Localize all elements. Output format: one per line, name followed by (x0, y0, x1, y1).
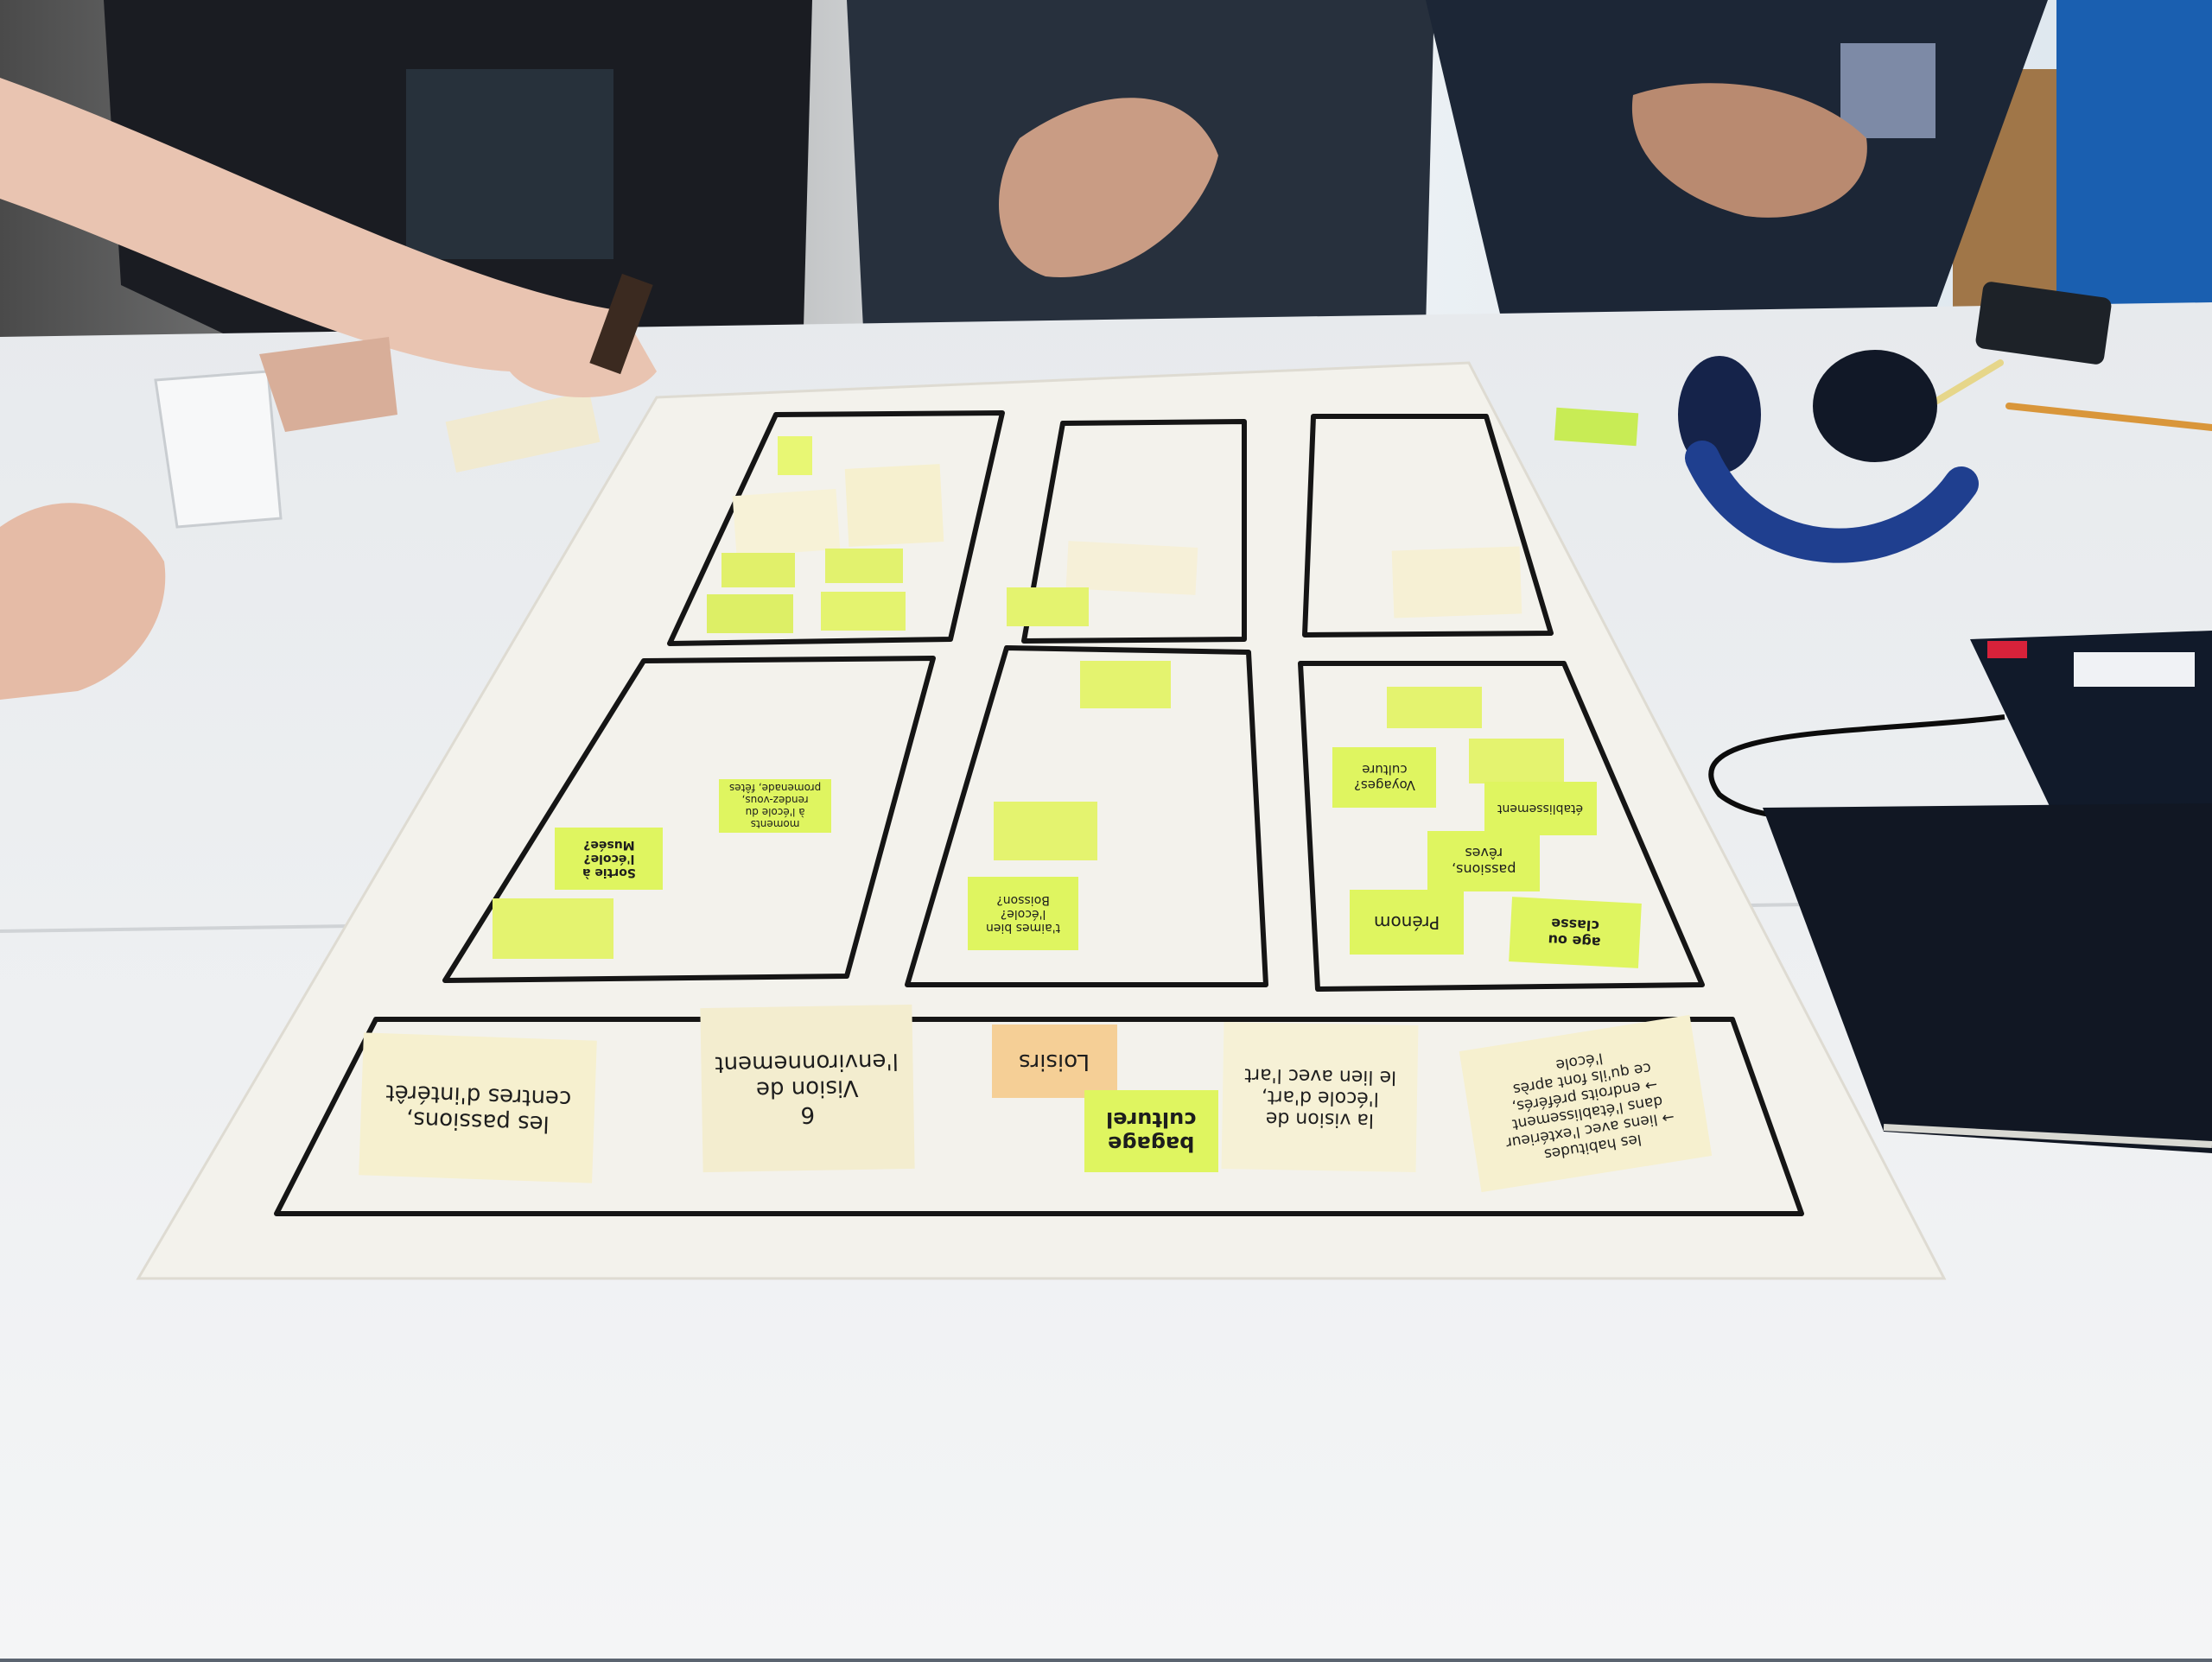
note-small (1469, 739, 1564, 783)
note-small (493, 898, 613, 959)
marker-grid (274, 410, 1804, 1216)
note-small (825, 549, 903, 583)
box-mid-2 (905, 645, 1268, 987)
blue-door (2056, 0, 2212, 311)
note-age-text: age ou classe (1548, 915, 1602, 951)
note-sortie: Sortie à l'école? Musée? (555, 828, 663, 890)
box-bottom (274, 1017, 1804, 1216)
hands-center (999, 98, 1218, 277)
note-passions: les passions, centres d'intérêt (359, 1032, 597, 1183)
arm-left (0, 78, 657, 397)
phone (1975, 282, 2112, 365)
pen-yellow (1932, 359, 2004, 405)
plastic-cup (154, 370, 283, 529)
note-centres: moments à l'école du rendez-vous, promen… (719, 779, 831, 833)
note-small (778, 436, 812, 475)
note-small (1080, 661, 1171, 708)
box-top-1 (667, 410, 1005, 646)
pen-orange (2005, 403, 2212, 431)
note-aimes: t'aimes bien l'école? Boisson? (968, 877, 1078, 950)
note-etablissement: établissement (1484, 782, 1597, 835)
notebook-pages (1883, 1124, 2212, 1148)
box-mid-1 (442, 656, 936, 983)
note-vision-art: la vision de l'école d'art, le lien avec… (1221, 1022, 1419, 1172)
hand-left-lower (0, 503, 166, 700)
loose-sticky (1554, 407, 1639, 447)
note-age: age ou classe (1509, 897, 1642, 968)
note-environnement-text: 6 Vision de l'environnement (715, 1048, 899, 1128)
hand-left-upper (259, 337, 397, 432)
notes-top-left (707, 436, 944, 633)
hoodie-print (406, 69, 613, 259)
box-top-3 (1302, 414, 1554, 638)
note-passions-reves-text: passions, rêves (1451, 845, 1516, 878)
hands-right (1631, 83, 1867, 218)
note-voyages: Voyages? culture (1332, 747, 1436, 808)
notebook-label (2074, 652, 2195, 687)
note-centres-text: moments à l'école du rendez-vous, promen… (728, 782, 822, 830)
note-prenom-text: Prénom (1373, 911, 1440, 933)
note-small (707, 594, 793, 633)
note-aimes-text: t'aimes bien l'école? Boisson? (985, 892, 1061, 935)
note-environnement: 6 Vision de l'environnement (700, 1004, 915, 1173)
box-mid-3 (1298, 661, 1705, 992)
note-loisirs: Loisirs (992, 1024, 1117, 1098)
box-top-2 (1021, 419, 1247, 644)
headphones (1678, 350, 1979, 563)
notes-top-mid (1007, 541, 1198, 626)
notebook-front (1763, 803, 2212, 1153)
note-vision-art-text: la vision de l'école d'art, le lien avec… (1243, 1063, 1397, 1131)
note-sortie-text: Sortie à l'école? Musée? (582, 838, 636, 879)
notebook-tab (1987, 641, 2027, 658)
note-small (1391, 546, 1522, 618)
sticky-pad (445, 390, 601, 473)
note-passions-reves: passions, rêves (1427, 831, 1540, 891)
note-small (721, 553, 795, 587)
plaid-sleeve (1840, 43, 1936, 138)
note-etablissement-text: établissement (1497, 802, 1584, 815)
watch (589, 273, 653, 375)
note-small (1065, 541, 1198, 595)
note-prenom: Prénom (1350, 890, 1464, 955)
note-small (844, 464, 944, 547)
note-passions-text: les passions, centres d'intérêt (385, 1078, 572, 1137)
note-habitudes-text: les habitudes → liens avec l'extérieur d… (1503, 1048, 1675, 1163)
headphone-band (1685, 441, 1979, 563)
note-bagage: bagage culturel (1084, 1090, 1218, 1172)
note-small (821, 592, 906, 631)
note-small (1387, 687, 1482, 728)
note-small (732, 488, 841, 557)
note-bagage-text: bagage culturel (1106, 1107, 1197, 1156)
note-small (994, 802, 1097, 860)
note-small (1007, 587, 1089, 626)
note-loisirs-text: Loisirs (1019, 1048, 1090, 1075)
headphone-cup-right (1813, 350, 1937, 462)
note-voyages-text: Voyages? culture (1353, 762, 1415, 793)
